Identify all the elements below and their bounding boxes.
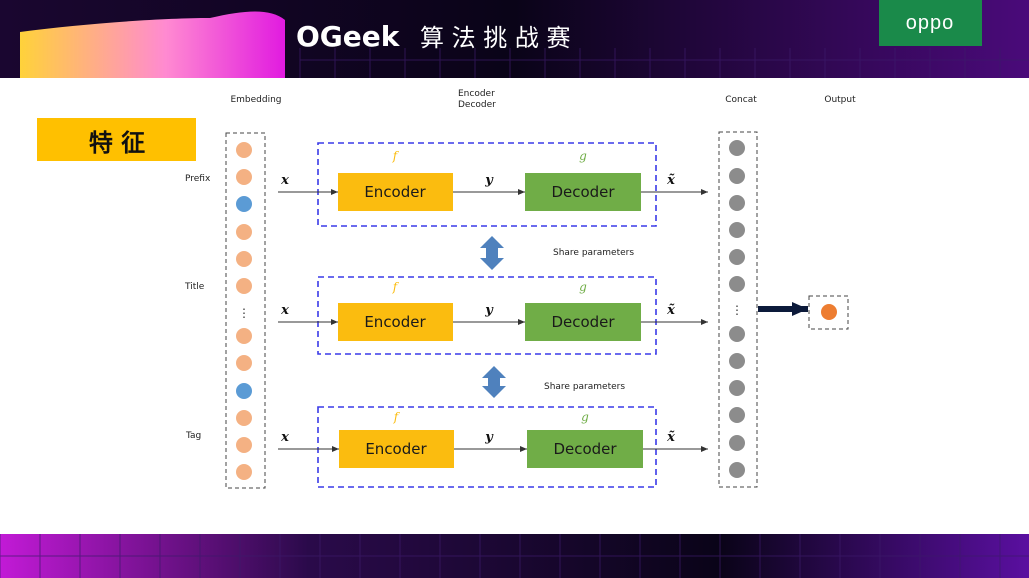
- embedding-dot: [236, 142, 252, 158]
- latent-var-y: y: [484, 173, 494, 188]
- encoder-decoder-label-line1: Encoder: [458, 89, 495, 99]
- input-var-x: x: [280, 173, 289, 188]
- decoder-function-label: g: [579, 280, 587, 294]
- row-prefix: Encoder Decoder f g x y x̃: [278, 142, 708, 227]
- concat-dot: [729, 380, 745, 396]
- output-label: Output: [824, 95, 856, 105]
- embedding-ellipsis: ⋮: [238, 306, 250, 320]
- concat-dot: [729, 435, 745, 451]
- decoder-box: [525, 173, 641, 211]
- encoder-label: Encoder: [365, 440, 427, 458]
- reconstructed-var-x: x̃: [666, 173, 675, 188]
- embedding-dot: [236, 278, 252, 294]
- reconstructed-var-x: x̃: [666, 430, 675, 445]
- concat-dot: [729, 326, 745, 342]
- oppo-logo: oppo: [879, 0, 982, 46]
- concat-dot: [729, 222, 745, 238]
- share-arrow-2: [482, 366, 506, 398]
- embedding-column: [225, 132, 266, 489]
- row-label-title: Title: [184, 282, 205, 292]
- latent-var-y: y: [484, 430, 494, 445]
- decoder-label: Decoder: [551, 313, 615, 331]
- concat-dot: [729, 140, 745, 156]
- oppo-logo-text: oppo: [906, 12, 955, 34]
- input-var-x: x: [280, 303, 289, 318]
- feature-badge: 特 征: [37, 118, 196, 161]
- embedding-dot: [236, 328, 252, 344]
- output-box: [808, 295, 849, 330]
- encoder-function-label: f: [393, 410, 401, 424]
- encoder-function-label: f: [392, 280, 400, 294]
- decoder-label: Decoder: [551, 183, 615, 201]
- encoder-label: Encoder: [364, 183, 426, 201]
- embedding-dot: [236, 169, 252, 185]
- encoder-box: [338, 173, 453, 211]
- concat-dot: [729, 276, 745, 292]
- feature-badge-label: 特 征: [89, 129, 145, 157]
- embedding-dot: [236, 410, 252, 426]
- embedding-dot-blue: [236, 383, 252, 399]
- header-band: [0, 0, 1029, 78]
- shared-block-frame: [317, 406, 657, 488]
- header-brand: OGeek: [296, 20, 401, 53]
- embedding-dot: [236, 437, 252, 453]
- input-var-x: x: [280, 430, 289, 445]
- concat-dot: [729, 195, 745, 211]
- concat-dot: [729, 168, 745, 184]
- row-label-tag: Tag: [185, 431, 201, 441]
- latent-var-y: y: [484, 303, 494, 318]
- concat-label: Concat: [725, 95, 757, 105]
- row-title: Encoder Decoder f g x y x̃: [278, 276, 708, 355]
- shared-block-frame: [317, 142, 657, 227]
- share-label-2: Share parameters: [544, 382, 625, 392]
- row-label-prefix: Prefix: [185, 174, 211, 184]
- decoder-box: [527, 430, 643, 468]
- output-dot: [821, 304, 837, 320]
- shared-block-frame: [317, 276, 657, 355]
- concat-dot: [729, 353, 745, 369]
- share-label-1: Share parameters: [553, 248, 634, 258]
- encoder-box: [338, 303, 453, 341]
- footer-band: [0, 534, 1029, 578]
- embedding-dot: [236, 251, 252, 267]
- embedding-label: Embedding: [230, 95, 281, 105]
- row-tag: Encoder Decoder f g x y x̃: [278, 406, 708, 488]
- embedding-dot-blue: [236, 196, 252, 212]
- embedding-dot: [236, 355, 252, 371]
- share-arrow-1: [480, 236, 504, 270]
- concat-ellipsis: ⋮: [731, 303, 743, 317]
- encoder-box: [339, 430, 454, 468]
- embedding-dots: ⋮: [236, 142, 252, 480]
- encoder-function-label: f: [392, 149, 400, 163]
- decoder-label: Decoder: [553, 440, 617, 458]
- concat-dot: [729, 407, 745, 423]
- embedding-dot: [236, 464, 252, 480]
- decoder-box: [525, 303, 641, 341]
- decoder-function-label: g: [579, 149, 587, 163]
- encoder-decoder-label-line2: Decoder: [458, 100, 496, 110]
- decoder-function-label: g: [581, 410, 589, 424]
- concat-dots: ⋮: [729, 140, 745, 478]
- header-subtitle: 算 法 挑 战 赛: [420, 24, 571, 52]
- concat-dot: [729, 249, 745, 265]
- encoder-label: Encoder: [364, 313, 426, 331]
- embedding-dot: [236, 224, 252, 240]
- concat-dot: [729, 462, 745, 478]
- reconstructed-var-x: x̃: [666, 303, 675, 318]
